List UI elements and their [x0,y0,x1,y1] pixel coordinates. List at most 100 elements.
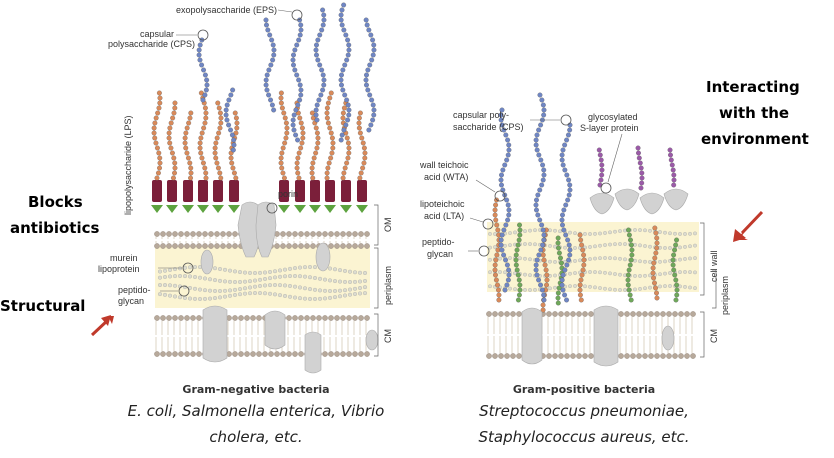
o-antigen-bead [345,155,351,161]
peptidoglycan-bead-right [618,272,622,277]
capsule-bead [266,92,272,98]
capsule-bead-right [499,172,504,178]
cm-head [262,351,268,357]
bracket-om [374,204,379,246]
peptidoglycan-bead [328,295,332,300]
cm-head [328,351,334,357]
capsule-bead [339,22,345,28]
peptidoglycan-bead [333,279,337,284]
om-head [196,231,202,237]
teichoic-acid-bead [672,247,678,253]
capsule-bead-right [506,207,512,213]
o-antigen-bead [183,130,189,136]
svg-text:exopolysaccharide (EPS): exopolysaccharide (EPS) [176,5,277,15]
capsule-bead [365,87,371,93]
peptidoglycan-bead-right [593,231,597,236]
capsule-bead-right [538,282,544,288]
teichoic-acid-bead [628,297,634,303]
peptidoglycan-bead-right [623,242,627,246]
capsule-bead [290,57,296,63]
capsule-bead [321,82,327,88]
capsule-bead-right [561,227,567,233]
capsule-bead [320,72,326,78]
o-antigen-bead [324,115,330,121]
o-antigen-bead [346,145,352,151]
cm-right-head [630,311,636,317]
capsule-bead-right [559,152,565,158]
capsule-bead-right [541,107,547,113]
om-head [202,243,208,249]
peptidoglycan-bead-right [648,244,652,249]
teichoic-acid-bead [492,262,498,268]
peptidoglycan-bead [248,270,252,275]
om-head [304,231,310,237]
capsule-bead-right [559,217,565,223]
o-antigen-bead [315,140,321,146]
teichoic-acid-bead [577,282,583,288]
peptidoglycan-bead [308,275,312,280]
bracket-cm-right [700,311,705,358]
svg-text:saccharide (CPS): saccharide (CPS) [453,122,524,132]
cm-head [310,315,316,321]
o-antigen-bead [231,170,237,176]
peptidoglycan-bead [348,269,352,274]
cm-head [322,351,328,357]
o-antigen-bead [168,120,174,126]
cm-head [184,315,190,321]
peptidoglycan-bead [163,275,167,279]
cm-head [298,315,304,321]
cm-head [178,351,184,357]
peptidoglycan-bead [228,268,232,273]
om-head [160,231,166,237]
cm-right-head [642,311,648,317]
o-antigen-bead [212,145,218,151]
s-layer-glycan-bead [598,177,604,183]
peptidoglycan-bead-right [508,231,512,235]
capsule-bead [363,17,369,23]
cm-head [352,351,358,357]
peptidoglycan-bead [263,270,267,275]
capsule-bead [367,62,373,68]
peptidoglycan-bead [343,279,347,284]
teichoic-acid-bead [674,237,680,243]
peptidoglycan-bead-right [593,270,597,274]
teichoic-acid-bead [555,290,561,296]
membrane-proteins-left [200,201,379,374]
capsule-bead [228,92,234,98]
capsule-bead [319,27,325,33]
peptidoglycan-bead [213,266,217,271]
om-head [358,231,364,237]
capsule-bead-right [534,257,540,263]
teichoic-acid-bead [517,227,523,233]
teichoic-acid-bead [654,235,660,241]
teichoic-acid-bead [578,277,584,283]
peptidoglycan-bead-right [598,243,602,248]
capsule-bead-right [500,167,506,173]
cm-right-head [588,311,594,317]
o-antigen-bead [359,135,365,141]
peptidoglycan-bead [233,293,237,297]
capsule-bead [263,77,269,83]
capsule-bead [230,147,236,153]
peptidoglycan-bead-right [488,245,492,250]
murein-lipoprotein-shape [200,249,214,275]
peptidoglycan-bead-right [668,246,672,250]
peptidoglycan-bead-right [508,286,512,291]
capsule-bead [338,17,344,23]
capsule-bead-right [502,162,508,168]
capsule-bead [341,27,347,33]
capsule-bead-right [503,257,509,263]
teichoic-acid-bead [674,282,680,288]
svg-text:lipoprotein: lipoprotein [98,264,140,274]
capsule-bead [313,47,319,53]
o-antigen-bead [297,115,303,121]
teichoic-acid-bead [652,280,657,286]
o-antigen-bead [197,145,203,151]
o-antigen-bead [217,170,223,176]
gram-negative-panel: exopolysaccharide (EPS) capsular polysac… [98,2,393,446]
cm-right-head [690,353,696,359]
o-antigen-bead [203,115,209,121]
capsule-bead-right [559,277,565,283]
o-antigen-bead [217,110,223,116]
o-antigen-bead [282,140,288,146]
